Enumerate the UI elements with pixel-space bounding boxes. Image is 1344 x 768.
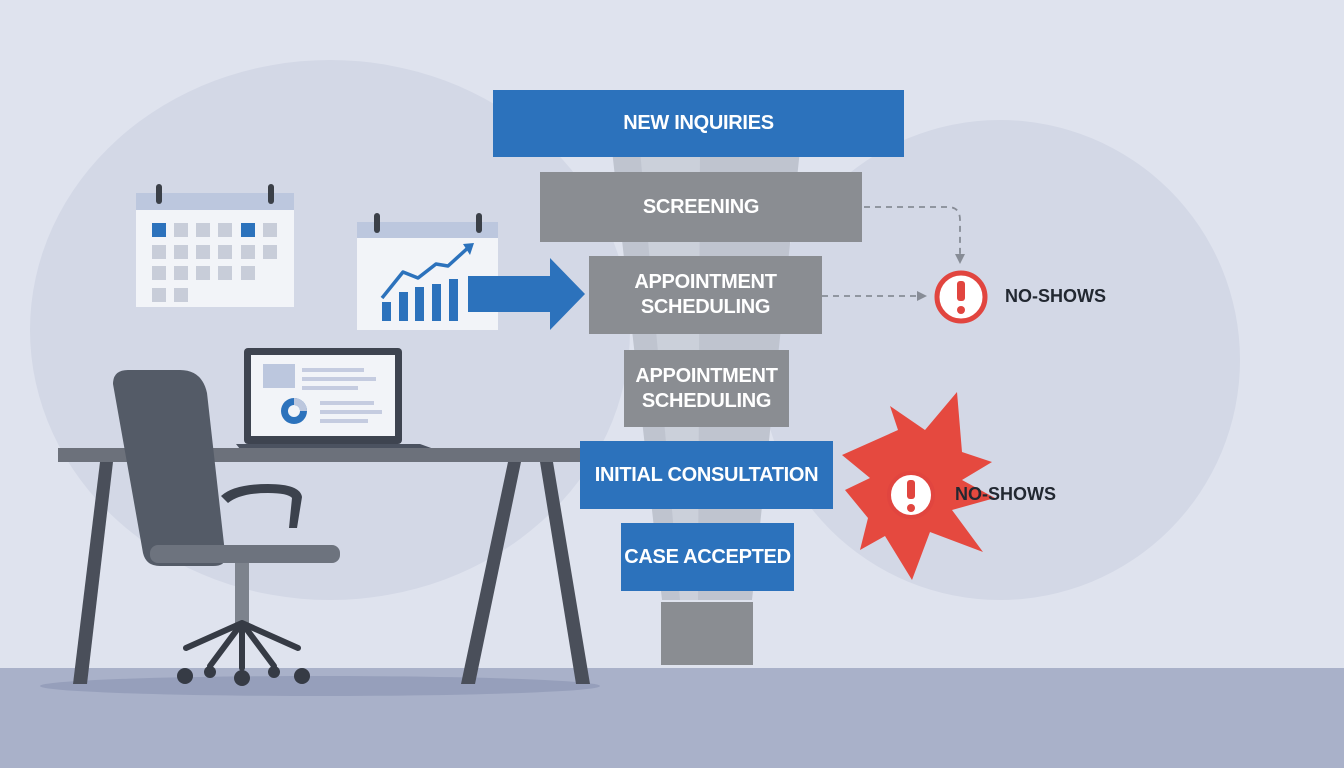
stage-label: APPOINTMENT bbox=[634, 271, 777, 293]
dashed-arrowhead-right bbox=[917, 291, 927, 301]
dashed-arrowhead-down bbox=[955, 254, 965, 264]
desk bbox=[58, 448, 598, 684]
stage-screening: SCREENING bbox=[540, 172, 862, 242]
funnel-base bbox=[661, 602, 753, 665]
stage-label: APPOINTMENT bbox=[635, 364, 778, 387]
calendar-icon bbox=[136, 184, 294, 307]
stage-label: SCHEDULING bbox=[640, 296, 771, 318]
no-shows-label-1: NO-SHOWS bbox=[1005, 286, 1106, 306]
stage-appointment-scheduling-2: APPOINTMENT SCHEDULING bbox=[624, 350, 789, 427]
stage-label: NEW INQUIRIES bbox=[623, 112, 774, 134]
office-chair bbox=[113, 370, 340, 686]
laptop bbox=[236, 348, 434, 449]
stage-case-accepted: CASE ACCEPTED bbox=[621, 523, 794, 591]
dashed-connector-screening bbox=[864, 206, 961, 255]
no-shows-label-2: NO-SHOWS bbox=[955, 484, 1056, 504]
alert-icon bbox=[887, 471, 935, 519]
stage-label: INITIAL CONSULTATION bbox=[594, 463, 819, 486]
stage-appointment-scheduling-1: APPOINTMENT SCHEDULING bbox=[589, 256, 822, 334]
calendar-chart-icon bbox=[357, 213, 498, 330]
stage-new-inquiries: NEW INQUIRIES bbox=[493, 90, 904, 157]
floor-shadow bbox=[40, 676, 600, 696]
stage-label: SCREENING bbox=[642, 195, 760, 218]
alert-icon bbox=[934, 270, 988, 324]
stage-label: CASE ACCEPTED bbox=[624, 545, 791, 568]
arrow-right-icon bbox=[468, 258, 585, 330]
stage-label: SCHEDULING bbox=[641, 389, 772, 412]
stage-initial-consultation: INITIAL CONSULTATION bbox=[580, 441, 833, 509]
